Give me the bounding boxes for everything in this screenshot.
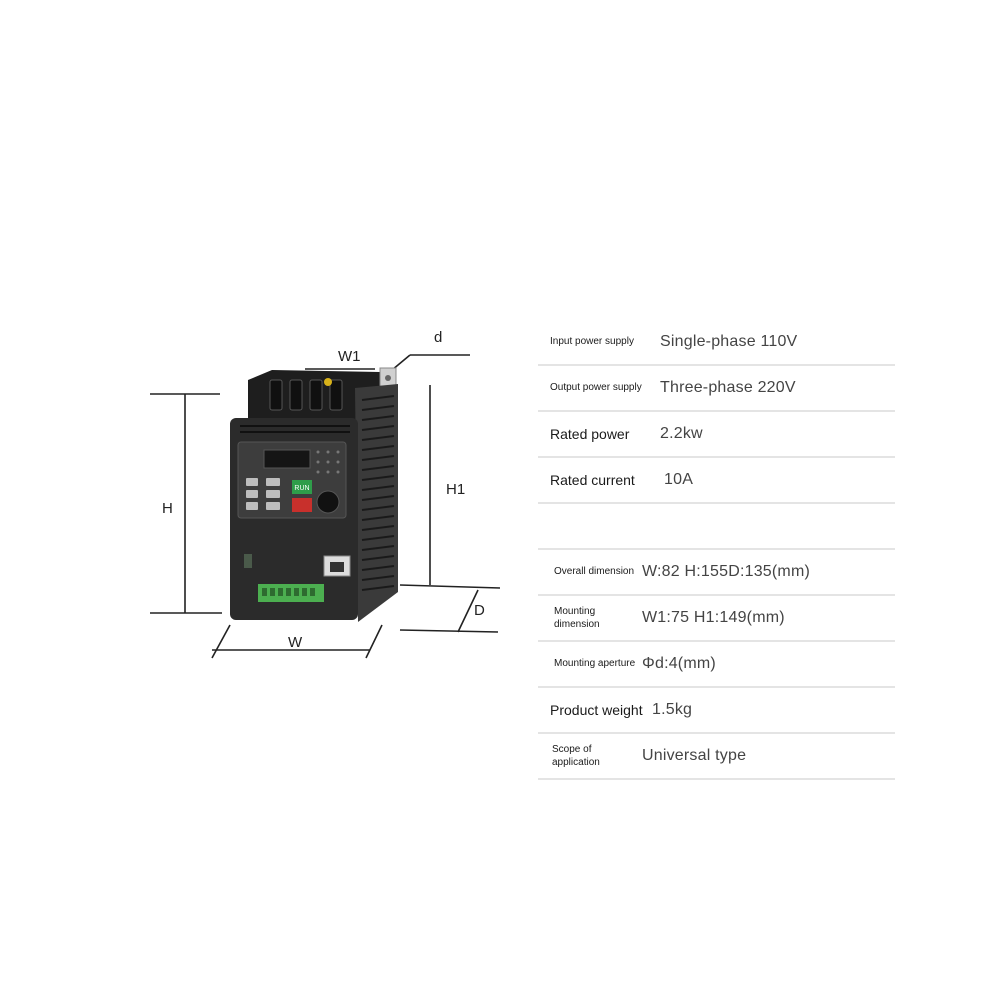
spec-group-electrical: Input power supply Single-phase 110V Out… bbox=[538, 320, 895, 550]
spec-label: Rated current bbox=[550, 471, 635, 488]
run-button bbox=[292, 480, 312, 494]
side-vents bbox=[361, 395, 395, 591]
spec-row-rated-current: Rated current 10A bbox=[538, 458, 895, 504]
spec-row-input-power: Input power supply Single-phase 110V bbox=[538, 320, 895, 366]
dim-label-D: D bbox=[474, 602, 485, 619]
spec-row-output-power: Output power supply Three-phase 220V bbox=[538, 366, 895, 412]
spec-value: Three-phase 220V bbox=[660, 379, 796, 396]
inverter-device: RUN bbox=[230, 367, 398, 622]
front-top-vents bbox=[240, 425, 350, 433]
dim-label-H: H bbox=[162, 500, 173, 517]
spec-row-mounting-aperture: Mounting aperture Φd:4(mm) bbox=[538, 642, 895, 688]
spec-value: Single-phase 110V bbox=[660, 333, 798, 350]
function-keys bbox=[246, 478, 280, 510]
dim-label-W: W bbox=[288, 634, 303, 651]
spec-value: 10A bbox=[664, 471, 694, 488]
spec-label: Input power supply bbox=[550, 336, 634, 348]
dimension-lines bbox=[150, 354, 501, 659]
side-panel bbox=[355, 384, 398, 622]
dim-label-W1: W1 bbox=[338, 348, 361, 365]
run-button-label: RUN bbox=[294, 485, 309, 492]
terminal-screws bbox=[262, 588, 315, 596]
spec-row-overall-dimension: Overall dimension W:82 H:155D:135(mm) bbox=[538, 550, 895, 596]
dim-label-d: d bbox=[434, 329, 442, 346]
led-display bbox=[263, 449, 311, 469]
status-indicator bbox=[244, 554, 252, 568]
stop-button bbox=[292, 498, 312, 512]
spec-value: W1:75 H1:149(mm) bbox=[642, 609, 785, 626]
spec-label: Product weight bbox=[550, 701, 643, 718]
spec-group-physical: Overall dimension W:82 H:155D:135(mm) Mo… bbox=[538, 550, 895, 780]
spec-table: Input power supply Single-phase 110V Out… bbox=[538, 320, 895, 780]
spec-label: Rated power bbox=[550, 425, 630, 442]
spec-value: Universal type bbox=[642, 747, 747, 764]
yellow-screw bbox=[324, 378, 332, 386]
dim-label-H1: H1 bbox=[446, 481, 465, 498]
spec-label: Scope of application bbox=[552, 743, 600, 769]
rj45-port-opening bbox=[330, 562, 344, 572]
spec-value: W:82 H:155D:135(mm) bbox=[642, 563, 811, 580]
spec-value: 2.2kw bbox=[660, 425, 703, 442]
spec-row-product-weight: Product weight 1.5kg bbox=[538, 688, 895, 734]
inverter-dimension-diagram: RUN W1 d H H1 D W bbox=[150, 329, 501, 659]
status-leds bbox=[316, 450, 340, 474]
power-terminals bbox=[269, 379, 343, 411]
spec-row-rated-power: Rated power 2.2kw bbox=[538, 412, 895, 458]
spec-value: 1.5kg bbox=[652, 701, 693, 718]
spec-label: Overall dimension bbox=[554, 566, 635, 578]
spec-row-blank bbox=[538, 504, 895, 550]
spec-label: Output power supply bbox=[550, 382, 642, 394]
spec-row-mounting-dimension: Mounting dimension W1:75 H1:149(mm) bbox=[538, 596, 895, 642]
spec-label: Mounting aperture bbox=[554, 658, 636, 670]
spec-row-scope-of-application: Scope of application Universal type bbox=[538, 734, 895, 780]
potentiometer-knob bbox=[316, 490, 340, 514]
spec-value: Φd:4(mm) bbox=[642, 655, 716, 672]
spec-label: Mounting dimension bbox=[554, 605, 600, 631]
mounting-hole bbox=[385, 375, 391, 381]
